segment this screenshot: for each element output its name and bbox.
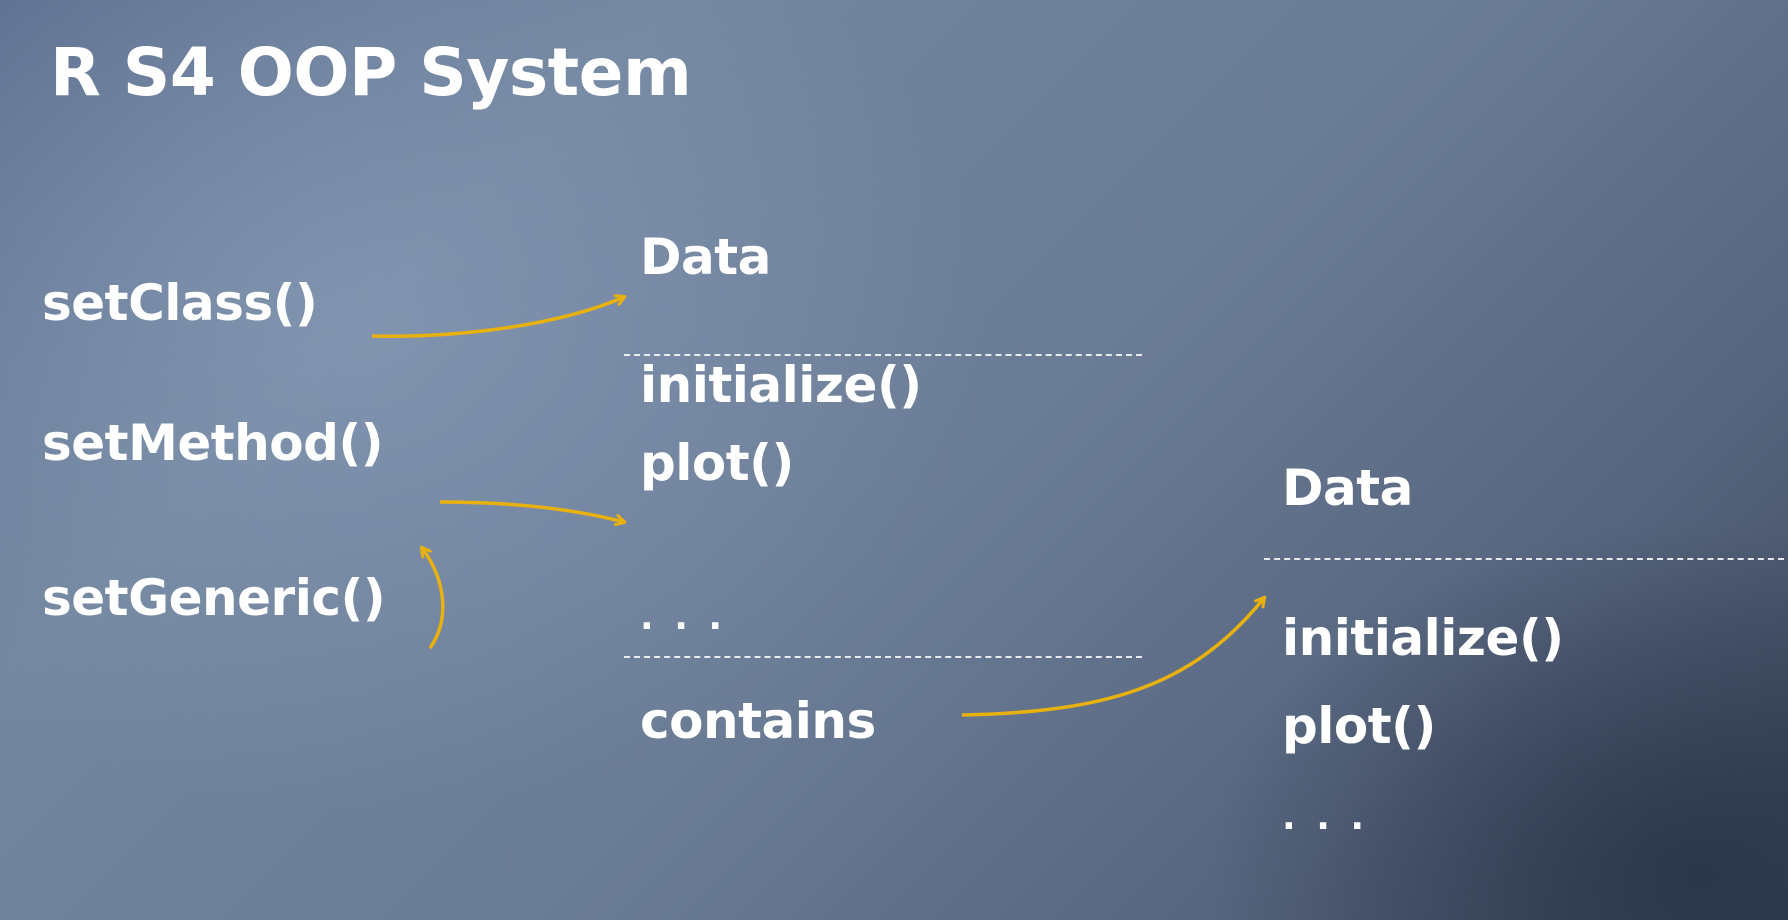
child-method-plot: plot() bbox=[1282, 697, 1436, 755]
child-divider bbox=[1264, 558, 1784, 560]
contains-arrow bbox=[961, 598, 1264, 717]
set-class-arrow bbox=[371, 297, 624, 338]
set-method-arrow bbox=[439, 500, 624, 522]
class-method-plot: plot() bbox=[640, 434, 794, 492]
class-method-initialize: initialize() bbox=[640, 356, 922, 414]
set-generic-label: setGeneric() bbox=[42, 569, 386, 627]
set-generic-arrow bbox=[422, 548, 445, 650]
set-method-label: setMethod() bbox=[42, 414, 384, 472]
class-method-ellipsis: . . . bbox=[640, 597, 727, 638]
slide-title: R S4 OOP System bbox=[50, 34, 692, 111]
set-class-label: setClass() bbox=[42, 274, 318, 332]
child-method-ellipsis: . . . bbox=[1282, 797, 1369, 838]
class-divider-bottom bbox=[624, 656, 1142, 658]
class-data-label: Data bbox=[640, 228, 771, 286]
class-divider-top bbox=[624, 354, 1142, 356]
child-method-initialize: initialize() bbox=[1282, 609, 1564, 667]
child-data-label: Data bbox=[1282, 459, 1413, 517]
contains-label: contains bbox=[640, 692, 876, 750]
